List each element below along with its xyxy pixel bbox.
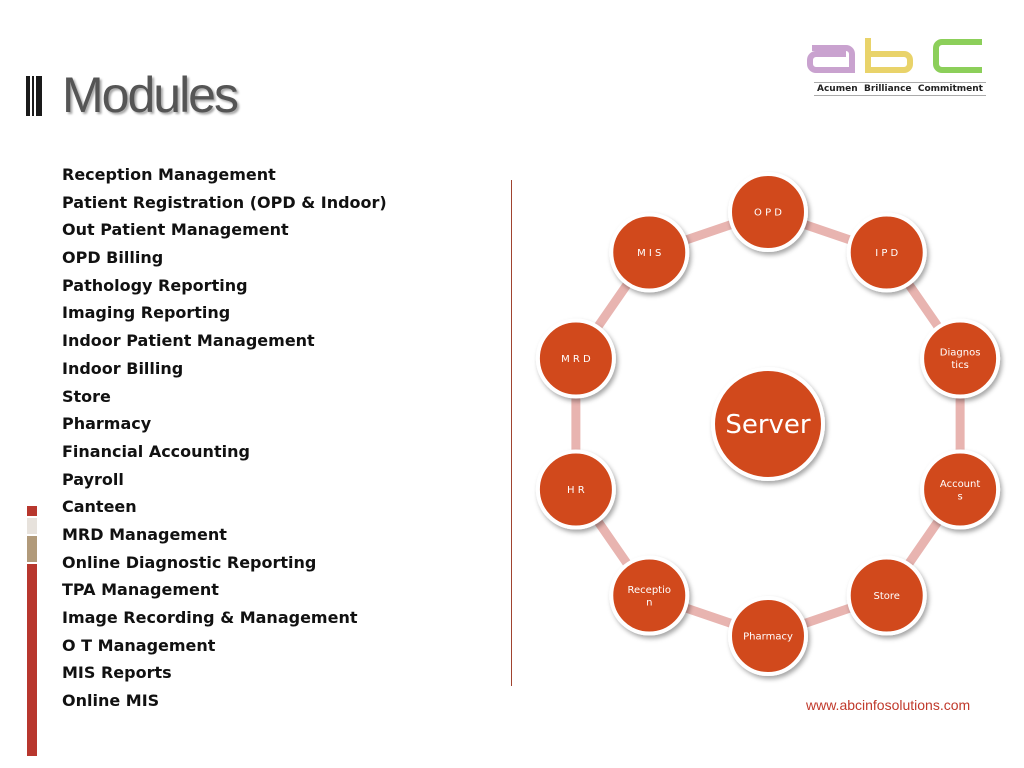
module-node-circle: [609, 555, 690, 636]
website-link[interactable]: www.abcinfosolutions.com: [806, 697, 971, 713]
module-list-item: TPA Management: [62, 580, 219, 600]
module-node: M I S: [609, 212, 690, 293]
left-accent-bar: [27, 506, 37, 756]
module-list-item: Store: [62, 386, 111, 406]
module-list-item: Imaging Reporting: [62, 303, 231, 323]
server-node: Server: [711, 367, 825, 481]
module-list-item: Payroll: [62, 469, 124, 489]
module-node: I P D: [846, 212, 927, 293]
module-node-label: Account: [940, 479, 980, 490]
module-node: M R D: [535, 318, 616, 399]
module-node-label: n: [646, 597, 652, 608]
logo-wordmark: [807, 38, 982, 73]
module-list-item: O T Management: [62, 635, 216, 655]
page-title: Modules: [62, 67, 239, 123]
module-list-item: Out Patient Management: [62, 220, 289, 240]
module-node-circle: [609, 212, 690, 293]
server-node-label: Server: [725, 410, 811, 440]
module-list-item: Pathology Reporting: [62, 275, 248, 295]
module-node: Reception: [609, 555, 690, 636]
company-logo: Acumen Brilliance Commitment: [806, 36, 986, 100]
module-list-item: Reception Management: [62, 165, 276, 184]
module-node-circle: [535, 318, 616, 399]
tagline-word: Acumen: [817, 84, 858, 94]
module-list-item: Patient Registration (OPD & Indoor): [62, 192, 387, 212]
module-node-circle: [920, 449, 1001, 530]
module-list-item: Online Diagnostic Reporting: [62, 552, 317, 572]
tagline-word: Brilliance: [863, 84, 912, 94]
module-list-item: Online MIS: [62, 691, 160, 711]
module-node-label: H R: [567, 485, 585, 496]
vertical-divider: [511, 180, 512, 686]
module-node-label: Diagnos: [940, 348, 981, 359]
module-node-circle: [846, 212, 927, 293]
module-node-circle: [728, 172, 808, 252]
module-list-item: MRD Management: [62, 524, 227, 544]
module-node-circle: [535, 449, 616, 530]
module-node: H R: [535, 449, 616, 530]
module-list-item: Pharmacy: [62, 414, 152, 434]
module-node-label: Receptio: [628, 585, 671, 596]
module-node-label: M I S: [637, 248, 661, 259]
module-node-label: Pharmacy: [743, 632, 793, 643]
title-stripe-decoration: [26, 76, 42, 116]
module-node: Store: [846, 555, 927, 636]
logo-tagline: Acumen Brilliance Commitment: [814, 82, 986, 96]
server-node-circle: [711, 367, 825, 481]
module-list-item: MIS Reports: [62, 663, 172, 683]
module-list-item: OPD Billing: [62, 248, 164, 268]
module-node-circle: [728, 596, 808, 676]
tagline-word: Commitment: [917, 84, 983, 94]
module-list-item: Image Recording & Management: [62, 608, 358, 627]
module-node-label: O P D: [754, 208, 782, 219]
module-list-item: Indoor Patient Management: [62, 331, 315, 351]
module-node: O P D: [728, 172, 808, 252]
module-list-item: Indoor Billing: [62, 358, 184, 378]
module-node-label: s: [958, 491, 963, 502]
module-node-label: I P D: [875, 248, 898, 259]
module-list-item: Financial Accounting: [62, 441, 250, 461]
module-node: Pharmacy: [728, 596, 808, 676]
module-node-label: Store: [874, 591, 900, 602]
module-node-circle: [846, 555, 927, 636]
module-list-item: Canteen: [62, 497, 137, 517]
module-node-label: tics: [951, 360, 968, 371]
module-node-label: M R D: [561, 354, 591, 365]
module-node-circle: [920, 318, 1001, 399]
